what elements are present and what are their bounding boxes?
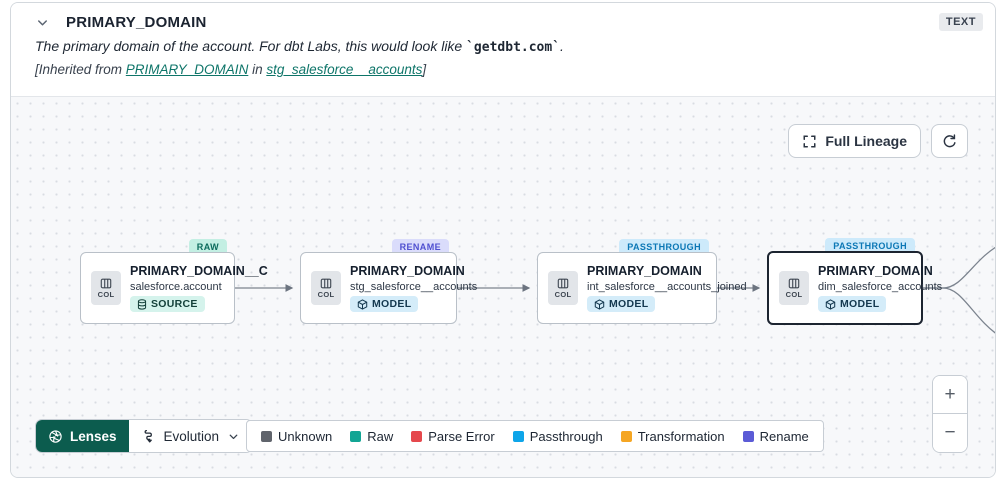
inherited-column-link[interactable]: PRIMARY_DOMAIN — [125, 62, 249, 77]
node-subtitle: dim_salesforce_accounts — [818, 281, 943, 293]
model-cube-icon — [594, 298, 605, 310]
zoom-out-button[interactable]: − — [933, 414, 967, 452]
column-description: The primary domain of the account. For d… — [35, 38, 564, 55]
panel-header: PRIMARY_DOMAIN TEXT The primary domain o… — [11, 3, 995, 96]
node-subtitle: stg_salesforce__accounts — [350, 281, 478, 293]
expand-icon — [802, 134, 817, 149]
node-subtitle: int_salesforce__accounts_joined — [587, 281, 747, 293]
legend-swatch — [261, 430, 272, 442]
column-chip: COL — [311, 271, 341, 305]
lineage-legend: Unknown Raw Parse Error Passthrough Tran… — [246, 420, 824, 452]
model-cube-icon — [825, 298, 836, 310]
legend-swatch — [411, 430, 423, 442]
node-title: PRIMARY_DOMAIN — [587, 264, 702, 278]
lens-select[interactable]: Evolution — [128, 420, 253, 452]
column-details-panel: PRIMARY_DOMAIN TEXT The primary domain o… — [10, 2, 996, 478]
lineage-node-source[interactable]: RAW COL PRIMARY_DOMAIN__C salesforce.acc… — [80, 239, 268, 324]
resource-type-badge: MODEL — [818, 296, 887, 312]
zoom-in-button[interactable]: + — [933, 376, 967, 414]
node-title: PRIMARY_DOMAIN — [818, 264, 933, 278]
selected-lens-label: Evolution — [163, 428, 220, 444]
columns-icon — [557, 278, 569, 288]
node-subtitle: salesforce.account — [130, 281, 222, 293]
lineage-node-int[interactable]: PASSTHROUGH COL PRIMARY_DOMAIN int_sales… — [537, 239, 747, 324]
evolution-route-icon — [141, 428, 156, 444]
lenses-button[interactable]: Lenses — [36, 420, 129, 452]
full-lineage-button[interactable]: Full Lineage — [788, 124, 921, 158]
legend-item: Raw — [350, 429, 393, 444]
column-chip: COL — [548, 271, 578, 305]
lenses-label: Lenses — [70, 428, 117, 444]
columns-icon — [100, 278, 112, 288]
lenses-bar: Lenses Evolution — [36, 420, 253, 452]
legend-swatch — [350, 430, 362, 442]
page-title: PRIMARY_DOMAIN — [66, 13, 207, 31]
legend-item: Unknown — [261, 429, 332, 444]
resource-type-badge: SOURCE — [130, 296, 205, 312]
model-cube-icon — [357, 298, 368, 310]
legend-item: Transformation — [620, 429, 725, 444]
legend-item: Passthrough — [512, 429, 603, 444]
node-title: PRIMARY_DOMAIN — [350, 264, 465, 278]
legend-swatch — [742, 430, 754, 442]
inline-code: `getdbt.com` — [466, 40, 561, 55]
resource-type-badge: MODEL — [587, 296, 656, 312]
refresh-button[interactable] — [931, 124, 968, 158]
lineage-node-stg[interactable]: RENAME COL PRIMARY_DOMAIN stg_salesforce… — [300, 239, 478, 324]
column-chip: COL — [91, 271, 121, 305]
refresh-icon — [941, 133, 958, 150]
legend-item: Parse Error — [411, 429, 495, 444]
database-icon — [137, 298, 147, 310]
legend-swatch — [512, 430, 524, 442]
aperture-icon — [48, 429, 63, 444]
columns-icon — [320, 278, 332, 288]
chevron-down-icon — [227, 430, 240, 443]
full-lineage-label: Full Lineage — [825, 133, 907, 149]
columns-icon — [788, 278, 800, 288]
legend-swatch — [620, 430, 632, 442]
legend-item: Rename — [742, 429, 809, 444]
column-type-badge: TEXT — [938, 13, 983, 31]
inherited-model-link[interactable]: stg_salesforce__accounts — [266, 62, 423, 77]
node-title: PRIMARY_DOMAIN__C — [130, 264, 268, 278]
zoom-controls: + − — [932, 375, 968, 453]
column-chip: COL — [779, 271, 809, 305]
inherited-from-note: [Inherited from PRIMARY_DOMAIN in stg_sa… — [35, 62, 427, 77]
resource-type-badge: MODEL — [350, 296, 419, 312]
lineage-canvas[interactable]: Full Lineage RAW COL PRIMA — [11, 96, 995, 477]
collapse-chevron-icon[interactable] — [35, 15, 50, 30]
lineage-node-dim-selected[interactable]: PASSTHROUGH COL PRIMARY_DOMAIN dim_sales… — [767, 238, 943, 325]
